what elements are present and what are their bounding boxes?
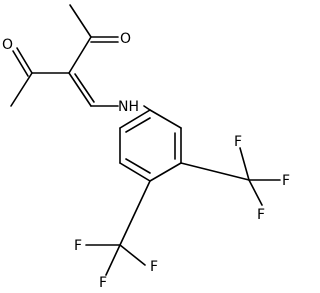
molecule-svg: O O NH F F F F F F [2, 4, 290, 291]
bond [180, 162, 250, 181]
atom-label-o: O [2, 37, 13, 53]
ring-bond [119, 162, 151, 182]
ring-bond [149, 109, 182, 129]
bond [119, 244, 146, 266]
ring-double-bond [125, 158, 151, 174]
atom-label-f: F [257, 207, 265, 223]
atom-label-f: F [282, 173, 290, 189]
double-bond [74, 73, 95, 103]
ring-bond [119, 109, 151, 129]
bond [119, 180, 151, 246]
bond [10, 72, 33, 107]
double-bond [68, 72, 92, 107]
atom-label-f: F [234, 134, 242, 150]
bond [68, 36, 92, 74]
atom-label-o: O [120, 31, 131, 47]
atom-label-f: F [74, 238, 82, 254]
ring-double-bond [125, 117, 151, 133]
double-bond [16, 47, 33, 74]
bond [143, 105, 151, 111]
bond [69, 4, 92, 38]
structure-diagram: O O NH F F F F F F [2, 4, 290, 291]
ring-bond [149, 162, 182, 182]
double-bond [12, 50, 29, 77]
atom-label-f: F [99, 275, 107, 288]
bond [248, 179, 263, 206]
bond [239, 147, 250, 181]
bond [105, 244, 121, 276]
atom-label-f: F [150, 259, 158, 275]
atom-label-nh: NH [118, 99, 139, 115]
